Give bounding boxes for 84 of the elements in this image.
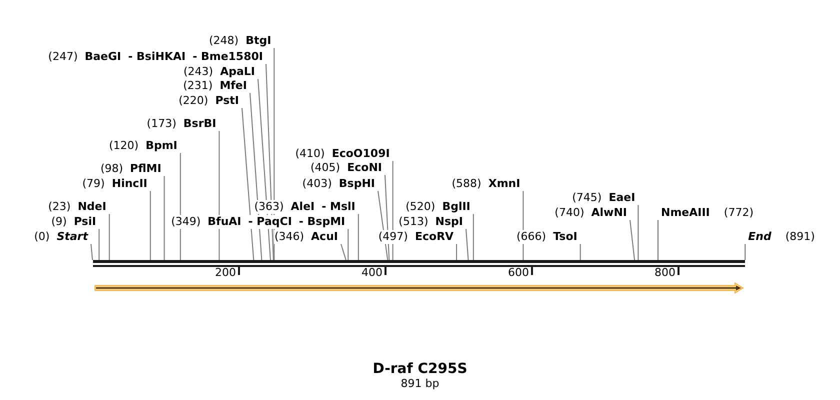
leader-line: [466, 228, 469, 260]
scale-number: 400: [362, 266, 382, 280]
enzyme-name: EcoNI: [347, 161, 382, 175]
site-position: (588): [452, 177, 482, 191]
leader-line: [98, 228, 100, 260]
enzyme-name: NspI: [435, 215, 463, 229]
site-position: (666): [516, 230, 546, 244]
enzyme-name: Start: [56, 230, 88, 244]
site-position: (9): [51, 215, 67, 229]
leader-line: [242, 108, 254, 260]
site-position: (513): [398, 215, 428, 229]
leader-line: [274, 48, 275, 260]
leader-line: [472, 214, 474, 260]
site-position: (405): [310, 161, 340, 175]
scale-number: 600: [508, 266, 529, 280]
enzyme-name: BaeGI: [84, 50, 122, 64]
leader-line: [150, 190, 151, 260]
site-position: (98): [100, 162, 124, 176]
site-position: (410): [295, 147, 325, 161]
enzyme-name: - Bme1580I: [192, 50, 263, 64]
enzyme-name: EaeI: [608, 191, 636, 205]
site-position: (220): [178, 94, 208, 108]
leader-line: [638, 204, 639, 260]
leader-line: [340, 244, 346, 260]
enzyme-name: XmnI: [488, 177, 520, 191]
enzyme-name: BsrBI: [183, 117, 216, 131]
scale-number: 800: [654, 266, 676, 280]
map-title: D-raf C295S: [372, 360, 468, 378]
enzyme-name: HincII: [112, 177, 148, 191]
leader-line: [164, 176, 165, 260]
leader-line: [218, 130, 220, 260]
leader-line: [108, 214, 110, 260]
enzyme-name: End: [748, 230, 772, 244]
leader-line: [348, 228, 349, 260]
enzyme-name: BglII: [442, 200, 470, 214]
enzyme-name: MfeI: [220, 79, 247, 93]
site-position: (346): [274, 230, 304, 244]
site-position: (403): [302, 177, 332, 191]
site-position: (79): [82, 177, 105, 191]
site-position: (248): [208, 34, 239, 48]
site-position: (349): [171, 215, 201, 229]
site-position: (173): [146, 117, 176, 131]
enzyme-name: PsiI: [74, 215, 96, 229]
site-position: (247): [48, 50, 78, 64]
site-position: (497): [378, 230, 408, 244]
leader-line: [580, 244, 581, 260]
enzyme-name: TsoI: [553, 230, 578, 244]
enzyme-name: EcoRV: [414, 230, 454, 244]
site-position: (745): [572, 191, 602, 205]
sequence-length: 891 bp: [400, 377, 440, 391]
enzyme-name: AcuI: [311, 230, 338, 244]
site-position: (520): [406, 200, 436, 214]
enzyme-name: - BspMI: [298, 215, 346, 229]
leader-line: [744, 244, 746, 260]
enzyme-name: BspHI: [338, 177, 375, 191]
site-position: (231): [183, 79, 213, 93]
enzyme-name: NmeAIII: [660, 206, 710, 220]
site-position: (772): [724, 206, 754, 220]
site-position: (740): [554, 206, 584, 220]
site-position: (0): [34, 230, 50, 244]
site-position: (243): [183, 65, 214, 79]
site-position: (891): [785, 230, 815, 244]
leader-line: [358, 214, 359, 260]
leader-line: [630, 220, 636, 260]
leader-line: [90, 244, 93, 260]
enzyme-name: BfuAI: [208, 215, 242, 229]
enzyme-name: BpmI: [146, 139, 178, 153]
site-position: (120): [108, 139, 139, 153]
enzyme-name: EcoO109I: [332, 147, 390, 161]
sequence-line: [92, 260, 746, 267]
scale-number: 200: [215, 266, 236, 280]
site-position: (23): [48, 200, 71, 214]
enzyme-name: ApaLI: [220, 65, 255, 79]
enzyme-name: AleI: [290, 200, 315, 214]
leader-line: [456, 244, 458, 260]
enzyme-name: - BsiHKAI: [128, 50, 186, 64]
site-position: (363): [254, 200, 284, 214]
enzyme-name: PflMI: [130, 162, 162, 176]
enzyme-name: AlwNI: [591, 206, 627, 220]
enzyme-name: - PaqCI: [248, 215, 292, 229]
enzyme-name: PstI: [215, 94, 239, 108]
enzyme-name: - MslI: [322, 200, 356, 214]
enzyme-name: NdeI: [78, 200, 106, 214]
enzyme-name: BtgI: [246, 34, 272, 48]
